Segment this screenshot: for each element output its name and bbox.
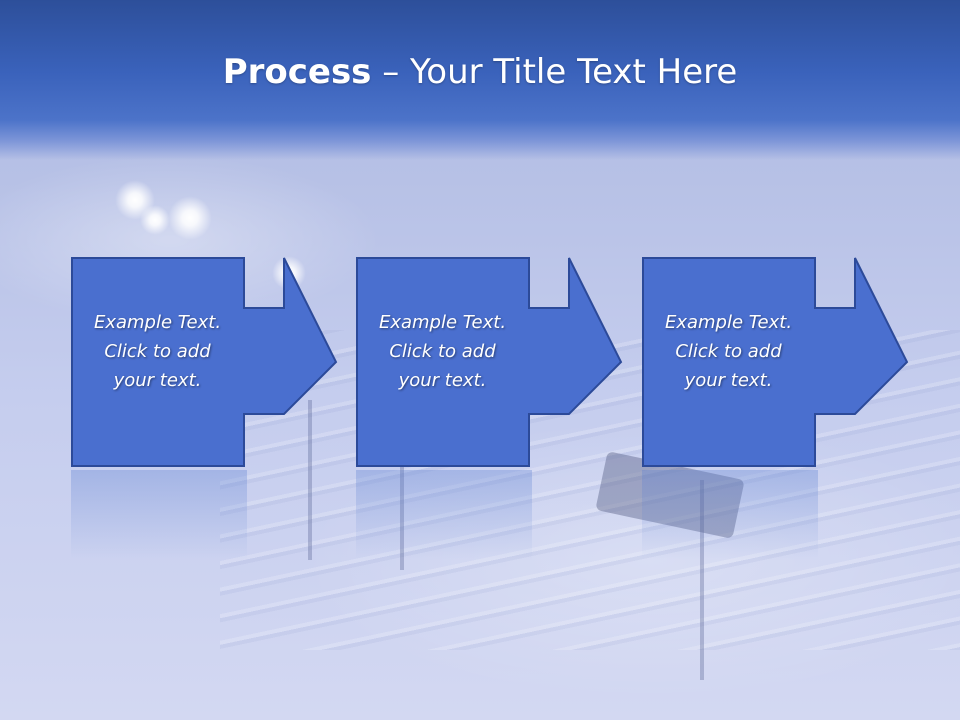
slide-title[interactable]: Process – Your Title Text Here (0, 52, 960, 92)
step-line-1: Example Text. (664, 312, 793, 333)
street-light (140, 205, 170, 235)
street-light (168, 196, 212, 240)
utility-pole (700, 480, 704, 680)
step-reflection (356, 470, 532, 560)
arrow-right-icon (642, 257, 909, 467)
arrow-right-icon (356, 257, 623, 467)
title-rest: – Your Title Text Here (371, 52, 738, 92)
step-line-3: your text. (398, 370, 487, 391)
process-step-2[interactable]: Example Text. Click to add your text. (355, 256, 623, 468)
step-line-1: Example Text. (378, 312, 507, 333)
utility-pole (308, 400, 312, 560)
step-line-3: your text. (684, 370, 773, 391)
utility-pole (400, 430, 404, 570)
arrow-right-icon (71, 257, 338, 467)
step-line-2: Click to add (389, 341, 496, 362)
process-step-3[interactable]: Example Text. Click to add your text. (641, 256, 909, 468)
step-line-1: Example Text. (93, 312, 222, 333)
step-line-2: Click to add (675, 341, 782, 362)
title-bold: Process (222, 52, 372, 92)
step-label: Example Text. Click to add your text. (76, 308, 239, 395)
title-band (0, 0, 960, 160)
process-step-1[interactable]: Example Text. Click to add your text. (70, 256, 338, 468)
step-label: Example Text. Click to add your text. (361, 308, 524, 395)
step-line-3: your text. (113, 370, 202, 391)
step-reflection (642, 470, 818, 560)
step-line-2: Click to add (104, 341, 211, 362)
step-label: Example Text. Click to add your text. (647, 308, 810, 395)
step-reflection (71, 470, 247, 560)
